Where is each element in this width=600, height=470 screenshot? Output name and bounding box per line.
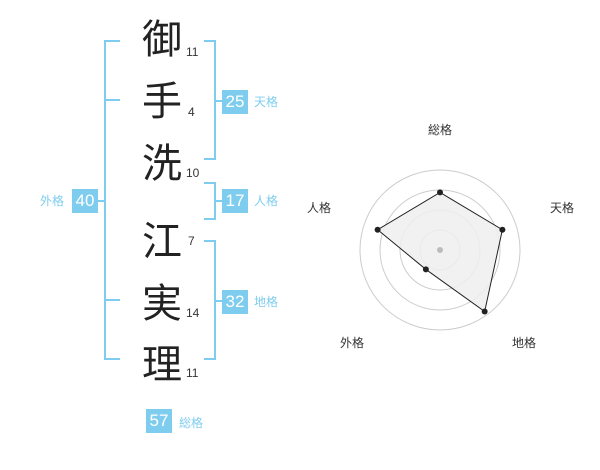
- name-char-5: 実: [142, 281, 182, 327]
- name-char-6: 理: [142, 342, 182, 388]
- soukaku-label: 総格: [179, 416, 204, 430]
- radar-ring: [359, 169, 521, 331]
- radar-center-dot: [437, 247, 443, 253]
- tenkaku-badge: 25: [222, 90, 248, 114]
- name-char-3: 洗: [142, 141, 182, 187]
- radar-point-3: [481, 308, 488, 315]
- stroke-count-2: 4: [188, 105, 195, 119]
- radar-point-1: [437, 189, 443, 196]
- radar-axis-label-5: 人格: [307, 201, 332, 215]
- jinkaku-badge: 17: [222, 189, 248, 213]
- tenkaku-label: 天格: [254, 95, 279, 109]
- name-char-4: 江: [142, 219, 182, 265]
- radar-point-4: [422, 266, 429, 273]
- stroke-count-5: 14: [186, 306, 200, 320]
- stroke-count-3: 10: [186, 166, 200, 180]
- name-char-2: 手: [142, 79, 182, 125]
- radar-point-2: [499, 226, 506, 233]
- radar-axis-label-2: 天格: [550, 201, 575, 215]
- chikaku-badge: 32: [222, 290, 248, 314]
- soukaku-badge: 57: [146, 409, 172, 433]
- jinkaku-label: 人格: [254, 194, 279, 208]
- name-char-1: 御: [142, 17, 182, 63]
- radar-axis-label-1: 総格: [428, 123, 453, 137]
- gaikaku-label: 外格: [40, 194, 65, 208]
- stroke-count-4: 7: [188, 234, 195, 248]
- radar-chart: [359, 169, 521, 331]
- gaikaku-badge: 40: [72, 189, 98, 213]
- chikaku-label: 地格: [254, 295, 279, 309]
- stroke-count-6: 11: [186, 366, 199, 380]
- radar-axis-label-4: 外格: [340, 336, 365, 350]
- radar-axis-label-3: 地格: [512, 336, 537, 350]
- stroke-count-1: 11: [186, 45, 199, 59]
- radar-point-5: [374, 226, 381, 233]
